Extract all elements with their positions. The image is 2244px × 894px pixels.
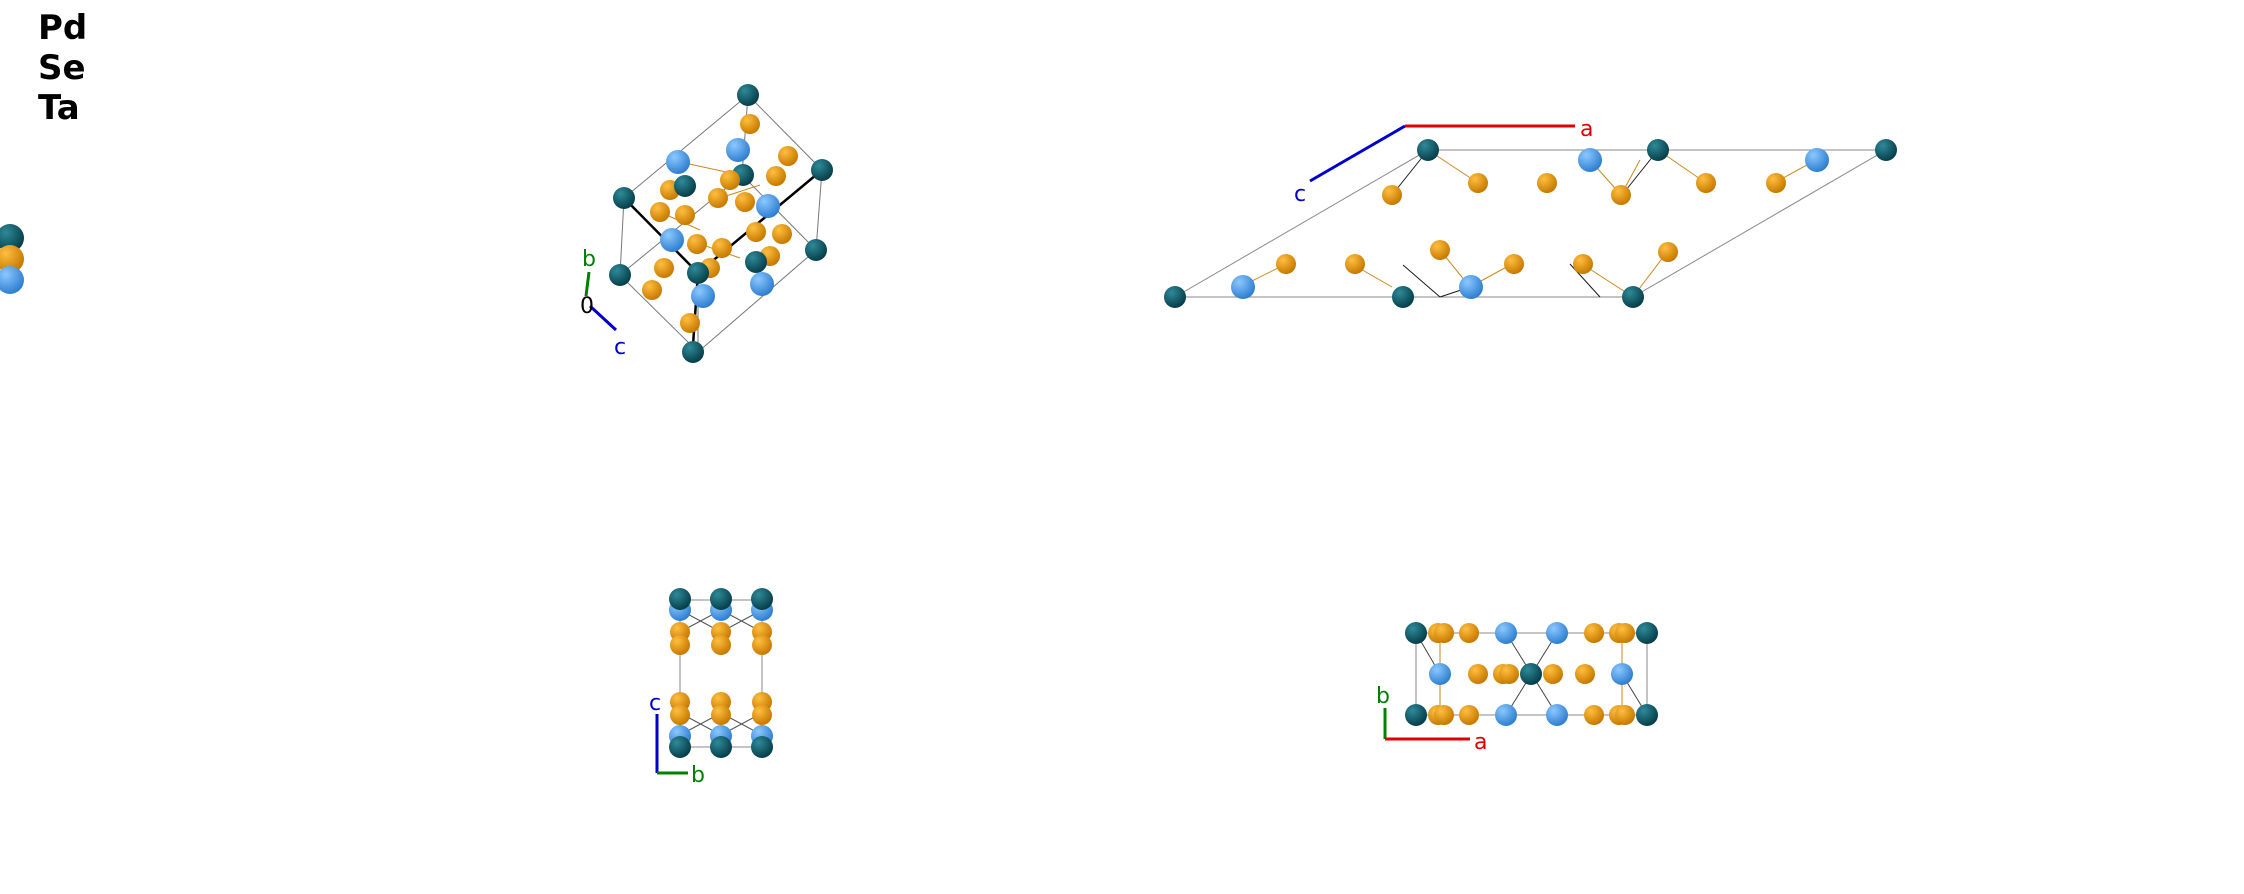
axis-label-a: a <box>1580 117 1593 142</box>
axis-indicator-along-c: b a <box>1376 684 1487 755</box>
legend-swatches <box>0 224 24 294</box>
view-along-a: c b <box>649 588 773 788</box>
axis-label-c: c <box>649 691 661 716</box>
legend-swatch-pd <box>0 224 24 252</box>
axis-indicator-along-a: c b <box>649 691 705 788</box>
unit-cell-box <box>1415 632 1648 716</box>
atoms-along-c <box>1405 622 1658 726</box>
axis-label-origin: 0 <box>580 294 594 319</box>
perspective-view: b 0 c <box>580 84 833 363</box>
axis-indicator-perspective: b 0 c <box>580 247 626 360</box>
unit-cell-box <box>1173 149 1888 298</box>
bond-lines <box>1391 149 1659 298</box>
atoms-perspective <box>609 84 833 363</box>
axis-label-c: c <box>1294 182 1306 207</box>
view-along-c: b a <box>1376 622 1658 755</box>
legend-swatch-ta <box>0 266 24 294</box>
axis-label-c: c <box>614 335 626 360</box>
axis-label-b: b <box>1376 684 1390 709</box>
axis-indicator-along-b: a c <box>1294 117 1593 207</box>
view-along-b: a c <box>1164 117 1897 308</box>
legend-label-ta: Ta <box>38 88 80 128</box>
axis-label-b: b <box>582 247 596 272</box>
atoms-along-a <box>669 588 773 758</box>
element-legend: Pd Se Ta <box>38 8 87 128</box>
legend-label-pd: Pd <box>38 8 88 48</box>
legend-swatch-se <box>0 245 24 273</box>
axis-label-b: b <box>691 763 705 788</box>
atoms-along-b <box>1164 139 1897 308</box>
axis-label-a: a <box>1474 730 1487 755</box>
legend-label-se: Se <box>38 48 86 88</box>
